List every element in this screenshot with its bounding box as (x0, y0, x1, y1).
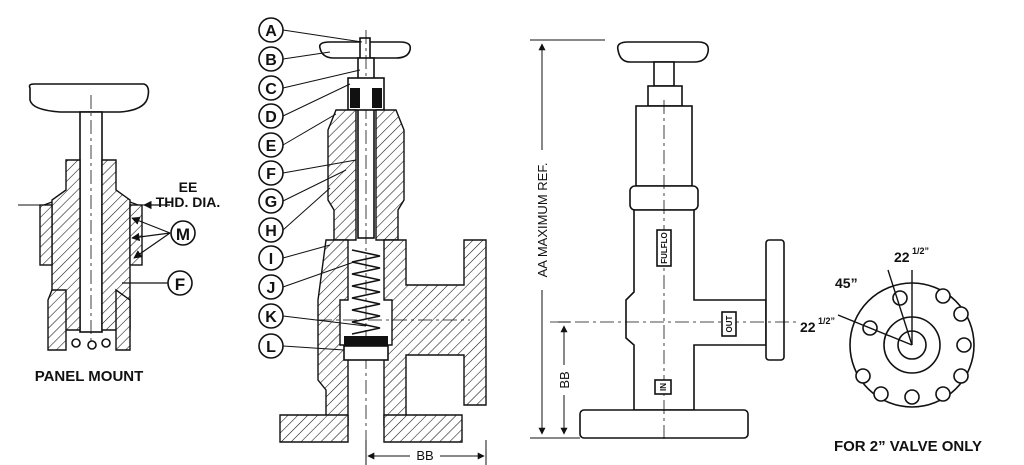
elevation-view: FULFLO OUT IN AA MAXIMUM REF. BB (530, 39, 800, 440)
flange-caption: FOR 2” VALVE ONLY (834, 438, 982, 455)
balloon-c (258, 75, 284, 101)
angle-top-fraction: 1/2” (912, 246, 929, 256)
port-label-in: IN (659, 383, 668, 391)
balloon-j-label: J (267, 280, 276, 297)
balloon-l (258, 333, 284, 359)
balloon-f-panel-label: F (175, 275, 185, 294)
balloon-c-label: C (265, 81, 277, 98)
thread-label-ee: EE (179, 179, 198, 195)
aa-dimension: AA MAXIMUM REF. (535, 163, 550, 278)
balloon-f-panel (167, 270, 193, 296)
section-bb-dimension: BB (416, 448, 433, 463)
balloon-i-label: I (269, 251, 273, 268)
balloon-j (258, 274, 284, 300)
balloon-k-label: K (265, 309, 277, 326)
balloon-b (258, 46, 284, 72)
balloon-d (258, 103, 284, 129)
balloon-g (258, 188, 284, 214)
balloon-m-label: M (176, 225, 190, 244)
elevation-bb-dimension: BB (557, 371, 572, 388)
panel-mount-caption: PANEL MOUNT (35, 368, 144, 385)
panel-mount-view: M F EE THD. DIA. PANEL MOUNT (18, 83, 221, 385)
balloon-g-label: G (265, 194, 277, 211)
brand-mark-fulflo: FULFLO (660, 232, 669, 264)
balloon-h-label: H (265, 223, 277, 240)
angle-45: 45” (835, 275, 858, 291)
angle-top-value: 22 (894, 249, 910, 265)
flange-view: 22 1/2” 45” 22 1/2” FOR 2” VALVE ONLY (800, 246, 982, 455)
balloon-d-label: D (265, 109, 277, 126)
angle-left-value: 22 (800, 319, 816, 335)
port-label-out: OUT (725, 315, 734, 332)
balloon-a (258, 17, 284, 43)
angle-left-fraction: 1/2” (818, 316, 835, 326)
thread-label-dia: THD. DIA. (156, 194, 221, 210)
balloon-e (258, 132, 284, 158)
balloon-e-label: E (266, 138, 277, 155)
balloon-b-label: B (265, 52, 277, 69)
balloon-m (170, 220, 196, 246)
balloon-f-label: F (266, 166, 276, 183)
section-callouts: A B C D E F G H I J K L (258, 17, 367, 359)
balloon-l-label: L (266, 339, 276, 356)
balloon-i (258, 245, 284, 271)
balloon-k (258, 303, 284, 329)
balloon-f (258, 160, 284, 186)
bolt-holes (855, 288, 972, 405)
balloon-a-label: A (265, 23, 277, 40)
balloon-h (258, 217, 284, 243)
section-view: BB A B C D E F (258, 17, 487, 465)
